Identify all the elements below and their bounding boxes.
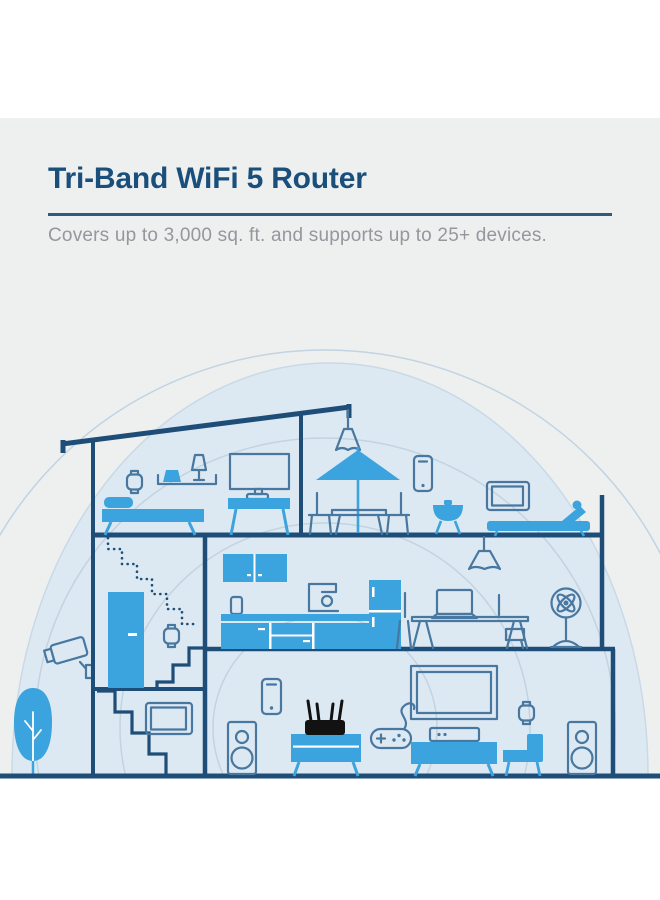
- kitchen-wall-cabinets: [223, 554, 287, 582]
- standing-fan-icon: [549, 587, 583, 649]
- tree: [14, 688, 52, 776]
- fridge: [369, 580, 401, 649]
- page-title: Tri-Band WiFi 5 Router: [48, 162, 367, 195]
- tablet-icon: [144, 701, 194, 736]
- kitchen-counter: [221, 614, 369, 649]
- dining-table-chairs: [395, 591, 530, 650]
- stairs-dotted-path: [106, 536, 196, 626]
- smartphone-icon: [260, 677, 283, 716]
- pendant-lamp-icon: [334, 408, 362, 452]
- bed: [102, 497, 204, 536]
- sun-lounger: [487, 500, 590, 537]
- coffee-maker-icon: [307, 582, 340, 613]
- game-controller-icon: [369, 702, 416, 750]
- patio-umbrella: [316, 447, 400, 533]
- tv-stand: [291, 734, 361, 777]
- interior-door: [108, 592, 144, 688]
- tv-icon: [409, 664, 499, 721]
- shelf-laptop: [156, 470, 218, 486]
- security-camera-icon: [43, 636, 94, 680]
- soundbar-icon: [428, 726, 481, 743]
- page-subtitle: Covers up to 3,000 sq. ft. and supports …: [48, 225, 548, 246]
- table-lamp-icon: [190, 453, 208, 482]
- smartphone-icon: [412, 454, 434, 493]
- stairs-lower: [97, 689, 168, 775]
- patio-table-chairs: [307, 491, 411, 536]
- armchair: [503, 734, 543, 777]
- tablet-icon: [485, 480, 531, 512]
- title-divider: [48, 213, 612, 216]
- stairs-upper: [155, 646, 205, 690]
- wifi-router-icon: [305, 699, 345, 735]
- pendant-lamp-icon: [467, 535, 502, 571]
- bbq-grill-icon: [433, 500, 463, 535]
- desk: [228, 498, 290, 536]
- media-console: [411, 742, 497, 777]
